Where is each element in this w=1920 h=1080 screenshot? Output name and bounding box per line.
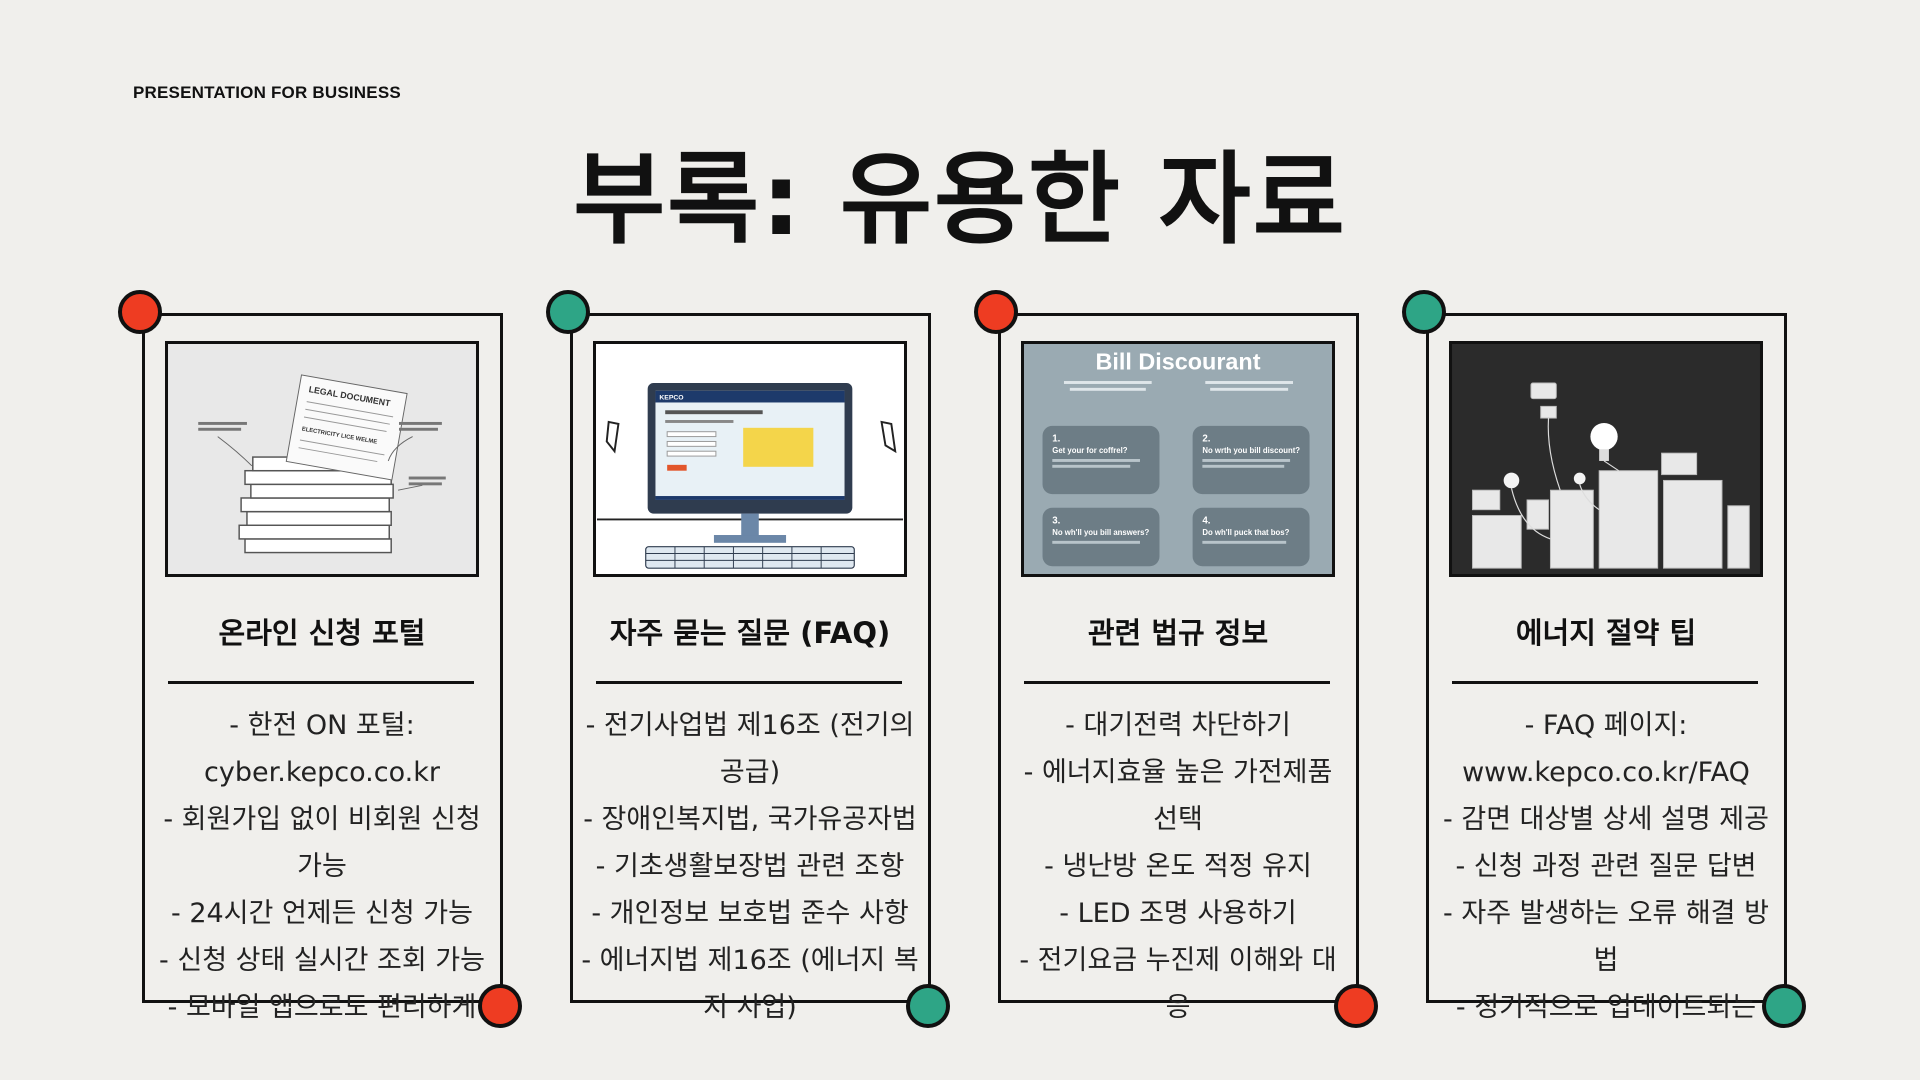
card-dot-bottom-right <box>478 984 522 1028</box>
card-dot-bottom-right <box>1334 984 1378 1028</box>
card-dot-top-left <box>546 290 590 334</box>
card-line: - 대기전력 차단하기 <box>1065 710 1291 741</box>
svg-text:4.: 4. <box>1202 515 1210 526</box>
card-line: - FAQ 페이지: www.kepco.co.kr/FAQ <box>1462 710 1750 788</box>
card-energy-tips <box>1426 313 1787 1003</box>
bill-discount-image: Bill Discourant 1. Get your for coffrel?… <box>1021 341 1335 577</box>
presentation-eyebrow: PRESENTATION FOR BUSINESS <box>133 83 401 102</box>
card-line: - 자주 발생하는 오류 해결 방법 <box>1443 898 1769 976</box>
bill-heading: Bill Discourant <box>1096 348 1261 374</box>
card-line: - 모바일 앱으로도 편리하게 <box>167 992 477 1023</box>
bill-q1: Get your for coffrel? <box>1052 446 1127 455</box>
card-title: 관련 법규 정보 <box>1087 616 1269 650</box>
card-line: - 회원가입 없이 비회원 신청 가능 <box>163 804 481 882</box>
card-dot-top-left <box>118 290 162 334</box>
appliances-image <box>1449 341 1763 577</box>
bill-q2: No wrth you bill discount? <box>1202 446 1300 455</box>
card-line: - 신청 과정 관련 질문 답변 <box>1455 851 1757 882</box>
slide-title: 부록: 유용한 자료 <box>573 141 1347 258</box>
card-regulations <box>998 313 1359 1003</box>
card-divider <box>168 681 474 684</box>
card-line: - 한전 ON 포털: cyber.kepco.co.kr <box>204 710 440 788</box>
bill-q4: Do wh'll puck that bos? <box>1202 528 1289 537</box>
card-title: 자주 묻는 질문 (FAQ) <box>609 616 891 650</box>
card-body: - 한전 ON 포털: cyber.kepco.co.kr - 회원가입 없이 … <box>152 702 492 1031</box>
card-dot-bottom-right <box>906 984 950 1028</box>
legal-document-image: LEGAL DOCUMENT ELECTRICITY LICE WELME <box>165 341 479 577</box>
card-dot-bottom-right <box>1762 984 1806 1028</box>
card-line: - 전기요금 누진제 이해와 대응 <box>1019 945 1337 1023</box>
kepco-brand: KEPCO <box>659 395 684 402</box>
card-line: - 에너지효율 높은 가전제품 선택 <box>1023 757 1333 835</box>
svg-text:2.: 2. <box>1202 433 1210 444</box>
card-line: - 장애인복지법, 국가유공자법 <box>583 804 917 835</box>
card-divider <box>596 681 902 684</box>
card-dot-top-left <box>974 290 1018 334</box>
card-line: - 24시간 언제든 신청 가능 <box>171 898 473 929</box>
card-body: - FAQ 페이지: www.kepco.co.kr/FAQ - 감면 대상별 … <box>1436 702 1776 1031</box>
computer-screen-image: KEPCO <box>593 341 907 577</box>
svg-text:3.: 3. <box>1052 515 1060 526</box>
card-line: - 냉난방 온도 적정 유지 <box>1044 851 1312 882</box>
card-dot-top-left <box>1402 290 1446 334</box>
card-line: - 개인정보 보호법 준수 사항 <box>591 898 909 929</box>
card-line: - LED 조명 사용하기 <box>1059 898 1297 929</box>
card-divider <box>1024 681 1330 684</box>
card-line: - 전기사업법 제16조 (전기의 공급) <box>585 710 915 788</box>
svg-text:1.: 1. <box>1052 433 1060 444</box>
card-line: - 에너지법 제16조 (에너지 복지 사업) <box>581 945 919 1023</box>
card-faq <box>570 313 931 1003</box>
card-title: 온라인 신청 포털 <box>218 616 426 650</box>
card-line: - 정기적으로 업데이트되는 <box>1455 992 1757 1023</box>
card-title: 에너지 절약 팁 <box>1515 616 1697 650</box>
card-line: - 신청 상태 실시간 조회 가능 <box>159 945 485 976</box>
bill-q3: No wh'll you bill answers? <box>1052 528 1149 537</box>
card-online-portal <box>142 313 503 1003</box>
card-body: - 전기사업법 제16조 (전기의 공급) - 장애인복지법, 국가유공자법 -… <box>580 702 920 1031</box>
card-line: - 기초생활보장법 관련 조항 <box>595 851 905 882</box>
card-line: - 감면 대상별 상세 설명 제공 <box>1443 804 1769 835</box>
card-body: - 대기전력 차단하기 - 에너지효율 높은 가전제품 선택 - 냉난방 온도 … <box>1008 702 1348 1031</box>
card-divider <box>1452 681 1758 684</box>
